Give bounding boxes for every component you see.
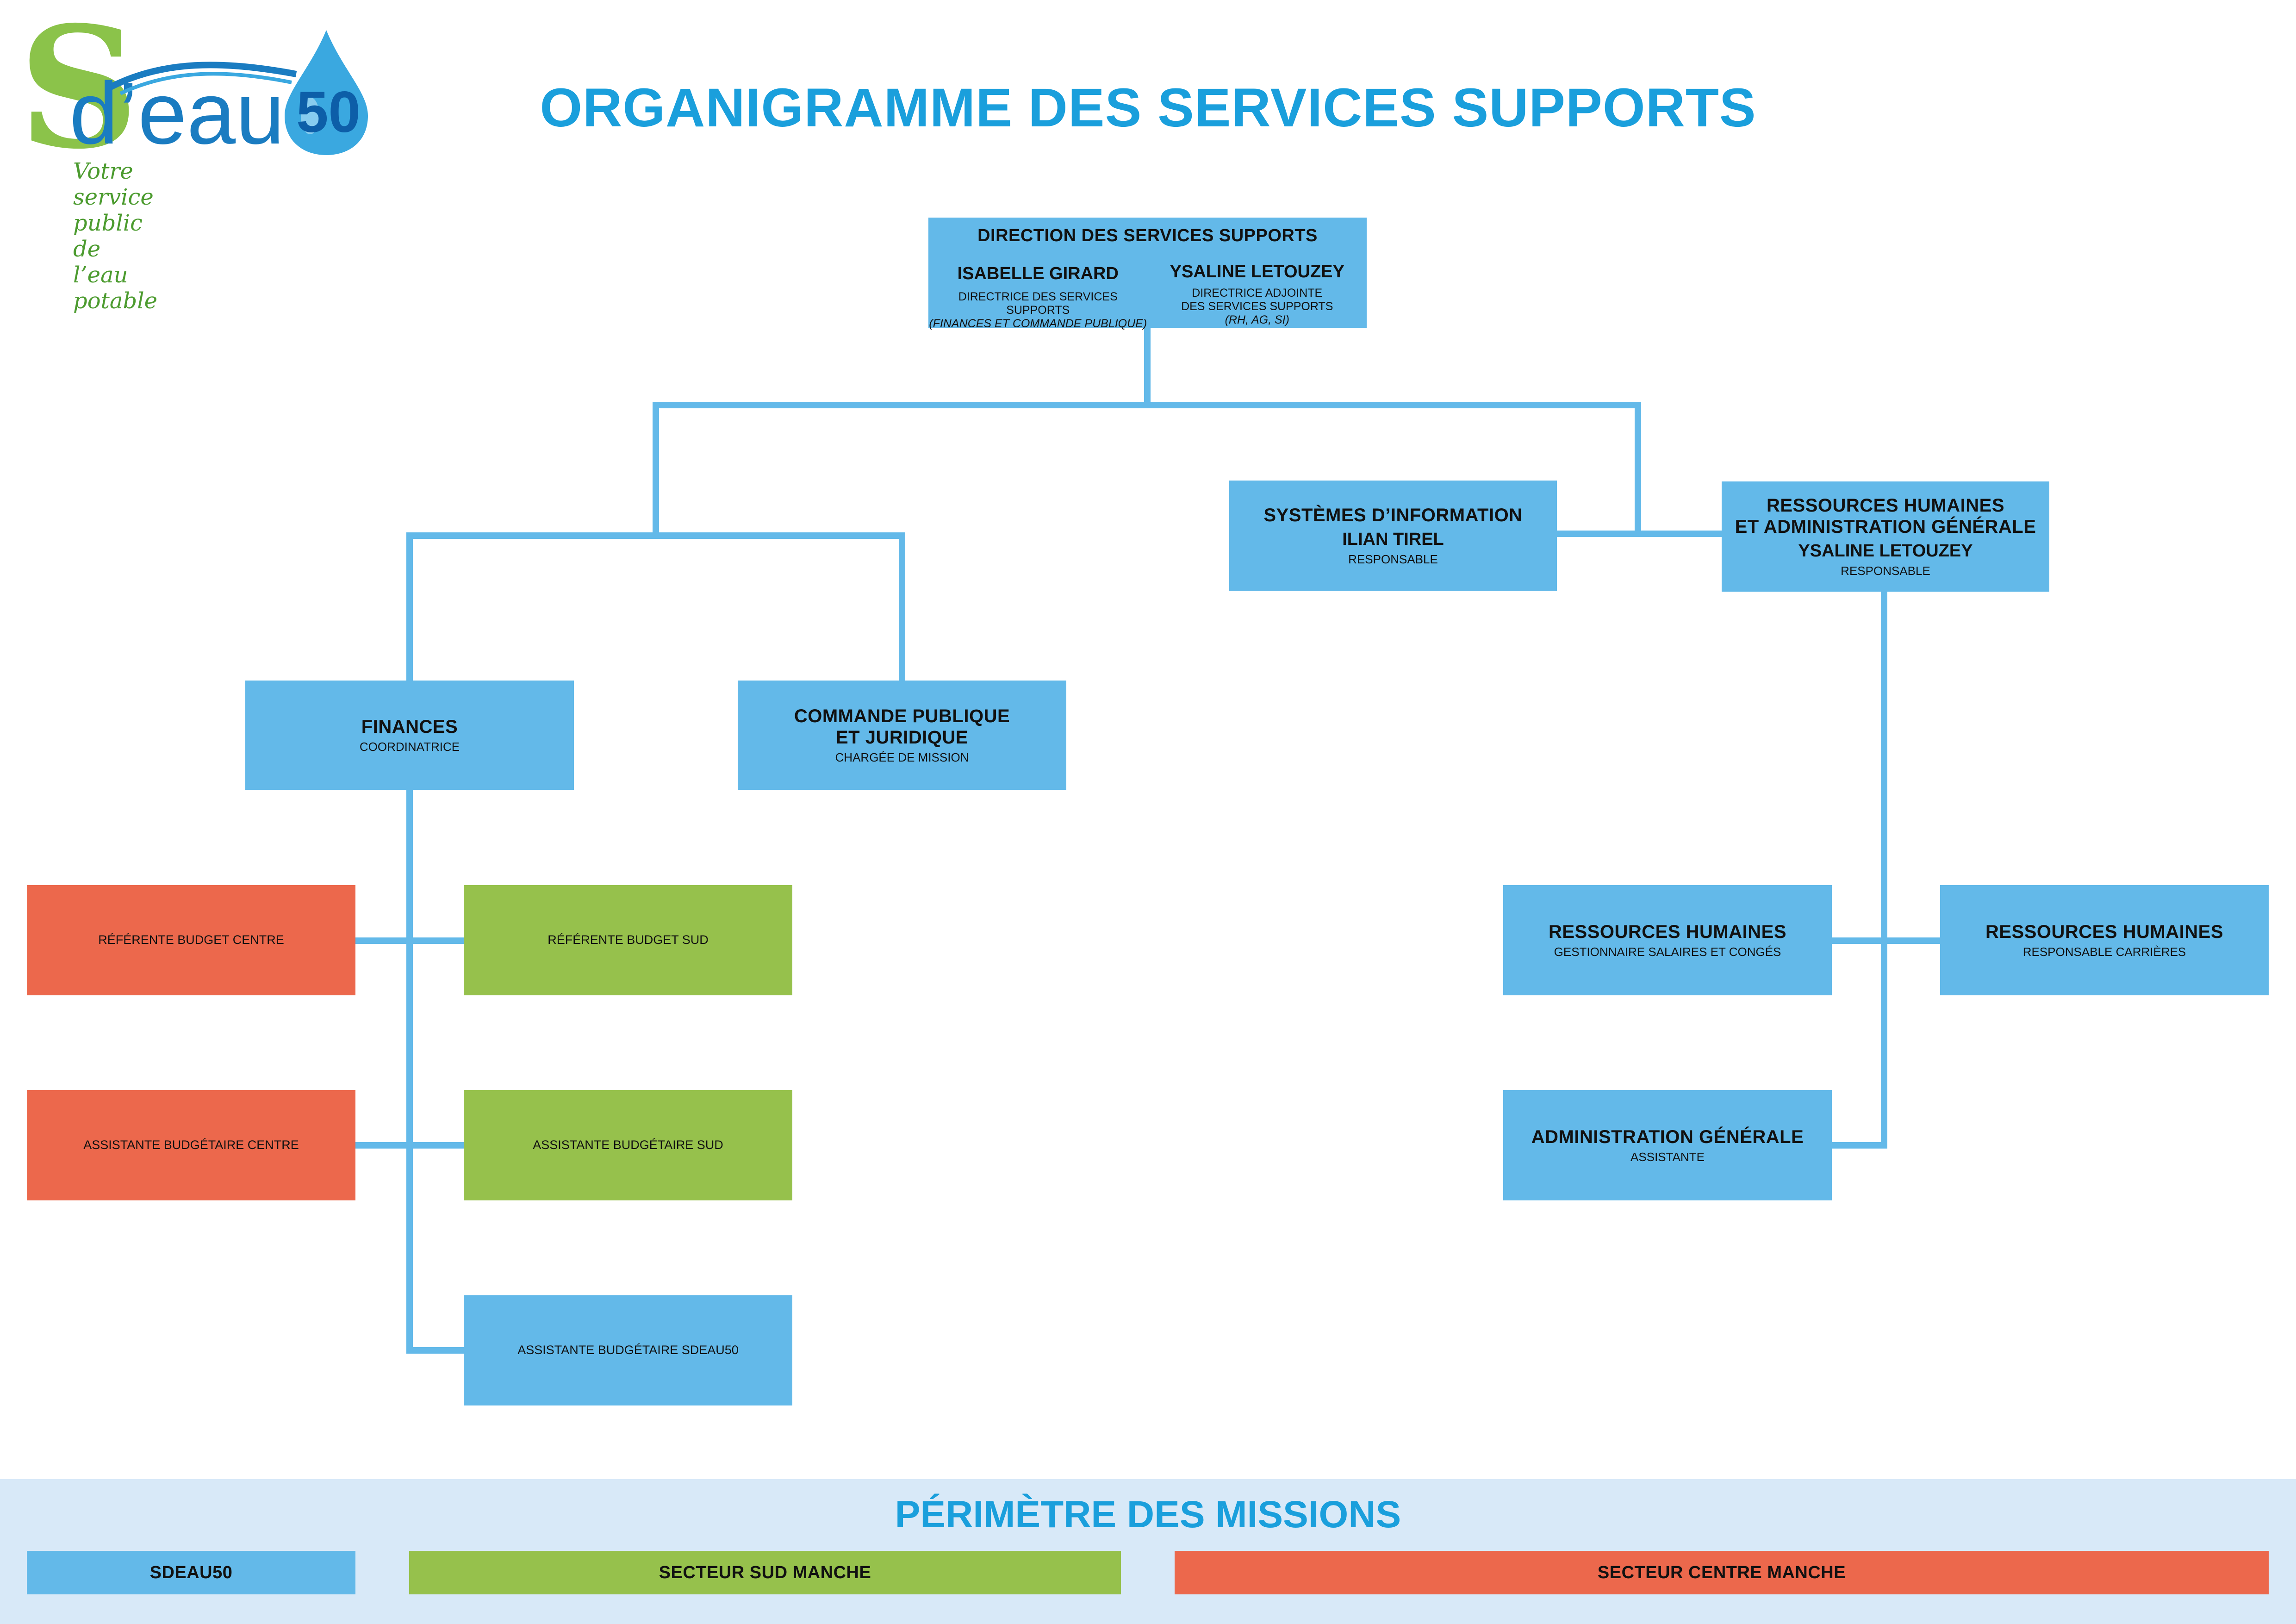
- logo-letter-s: S: [19, 0, 139, 186]
- si-name: ILIAN TIREL: [1342, 530, 1444, 550]
- rh-salaires-box: RESSOURCES HUMAINES GESTIONNAIRE SALAIRE…: [1503, 885, 1832, 995]
- administration-generale-box: ADMINISTRATION GÉNÉRALE ASSISTANTE: [1503, 1090, 1832, 1200]
- si-heading: SYSTÈMES D’INFORMATION: [1263, 505, 1523, 526]
- finances-heading: FINANCES: [361, 717, 458, 737]
- legend-secteur-centre: SECTEUR CENTRE MANCHE: [1175, 1551, 2269, 1594]
- referente-budget-sud-box: RÉFÉRENTE BUDGET SUD: [464, 885, 792, 995]
- connector: [653, 402, 659, 536]
- referente-budget-centre-box: RÉFÉRENTE BUDGET CENTRE: [27, 885, 355, 995]
- legend-secteur-sud: SECTEUR SUD MANCHE: [409, 1551, 1121, 1594]
- connector: [1635, 402, 1641, 537]
- box-label: RÉFÉRENTE BUDGET SUD: [548, 933, 709, 947]
- box-heading: ADMINISTRATION GÉNÉRALE: [1531, 1127, 1804, 1148]
- assistante-budgetaire-centre-box: ASSISTANTE BUDGÉTAIRE CENTRE: [27, 1090, 355, 1200]
- finances-box: FINANCES COORDINATRICE: [245, 681, 574, 790]
- connector: [1830, 937, 1940, 944]
- rhag-heading: ET ADMINISTRATION GÉNÉRALE: [1735, 517, 2036, 537]
- logo-tagline: Votre service public de l’eau potable: [73, 158, 158, 314]
- rhag-role: RESPONSABLE: [1841, 563, 1930, 578]
- connector: [406, 790, 413, 1354]
- si-box: SYSTÈMES D’INFORMATION ILIAN TIREL RESPO…: [1229, 481, 1557, 591]
- connector: [899, 532, 905, 681]
- box-label: RÉFÉRENTE BUDGET CENTRE: [98, 933, 284, 947]
- person-detail: (RH, AG, SI): [1225, 313, 1289, 326]
- box-label: ASSISTANTE BUDGÉTAIRE SDEAU50: [517, 1343, 739, 1357]
- rhag-name: YSALINE LETOUZEY: [1798, 541, 1973, 561]
- connector: [406, 1347, 465, 1354]
- commande-heading: ET JURIDIQUE: [835, 727, 969, 748]
- box-role: ASSISTANTE: [1630, 1150, 1705, 1164]
- person-role: DIRECTRICE ADJOINTE: [1192, 287, 1323, 300]
- connector: [355, 1142, 465, 1149]
- connector: [1557, 531, 1724, 537]
- person-detail: (FINANCES ET COMMANDE PUBLIQUE): [929, 317, 1147, 330]
- perimeter-title: PÉRIMÈTRE DES MISSIONS: [895, 1493, 1401, 1536]
- box-label: ASSISTANTE BUDGÉTAIRE SUD: [533, 1138, 723, 1152]
- connector: [1881, 592, 1887, 1149]
- connector: [406, 532, 413, 681]
- person-name: ISABELLE GIRARD: [957, 263, 1119, 283]
- box-role: RESPONSABLE CARRIÈRES: [2022, 945, 2186, 959]
- page-title: ORGANIGRAMME DES SERVICES SUPPORTS: [540, 77, 1756, 138]
- direction-heading: DIRECTION DES SERVICES SUPPORTS: [977, 226, 1318, 245]
- water-drop-icon: [285, 30, 368, 155]
- rhag-heading: RESSOURCES HUMAINES: [1766, 495, 2004, 516]
- person-name: YSALINE LETOUZEY: [1170, 262, 1344, 281]
- logo-wave-icon: [107, 62, 297, 95]
- person-role: DES SERVICES SUPPORTS: [1181, 300, 1333, 313]
- connector: [1144, 328, 1151, 406]
- rh-carrieres-box: RESSOURCES HUMAINES RESPONSABLE CARRIÈRE…: [1940, 885, 2269, 995]
- director-isabelle: ISABELLE GIRARD DIRECTRICE DES SERVICES …: [928, 260, 1148, 331]
- commande-box: COMMANDE PUBLIQUE ET JURIDIQUE CHARGÉE D…: [738, 681, 1066, 790]
- commande-heading: COMMANDE PUBLIQUE: [794, 706, 1010, 727]
- box-heading: RESSOURCES HUMAINES: [1548, 922, 1786, 943]
- connector: [406, 532, 905, 539]
- si-role: RESPONSABLE: [1348, 552, 1438, 566]
- connector: [1830, 1142, 1887, 1149]
- rhag-box: RESSOURCES HUMAINES ET ADMINISTRATION GÉ…: [1722, 481, 2049, 592]
- person-role: DIRECTRICE DES SERVICES SUPPORTS: [958, 290, 1118, 317]
- box-heading: RESSOURCES HUMAINES: [1985, 922, 2223, 943]
- commande-role: CHARGÉE DE MISSION: [835, 750, 969, 765]
- connector: [355, 937, 465, 944]
- logo-wordmark: d’eau: [69, 64, 285, 162]
- box-role: GESTIONNAIRE SALAIRES ET CONGÉS: [1554, 945, 1781, 959]
- director-ysaline: YSALINE LETOUZEY DIRECTRICE ADJOINTE DES…: [1148, 260, 1367, 331]
- box-label: ASSISTANTE BUDGÉTAIRE CENTRE: [83, 1138, 299, 1152]
- assistante-budgetaire-sdeau50-box: ASSISTANTE BUDGÉTAIRE SDEAU50: [464, 1295, 792, 1405]
- connector: [653, 402, 1641, 408]
- direction-box: DIRECTION DES SERVICES SUPPORTS ISABELLE…: [928, 218, 1367, 331]
- finances-role: COORDINATRICE: [359, 740, 460, 754]
- legend-sdeau50: SDEAU50: [27, 1551, 355, 1594]
- logo-number: 50: [296, 80, 361, 144]
- assistante-budgetaire-sud-box: ASSISTANTE BUDGÉTAIRE SUD: [464, 1090, 792, 1200]
